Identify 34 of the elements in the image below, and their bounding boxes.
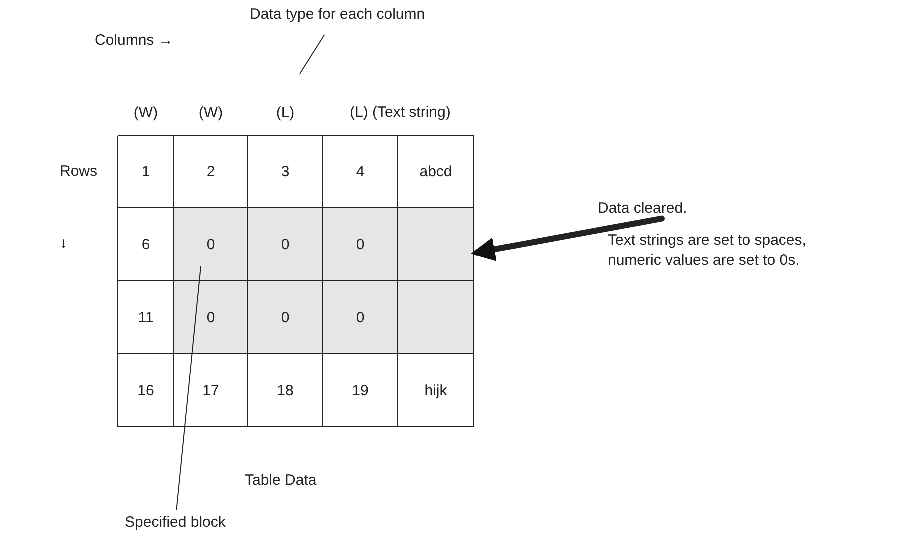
table-value: 0	[206, 309, 216, 326]
annotation-label: Specified block	[125, 514, 226, 531]
column-type: (W)	[134, 104, 158, 122]
table-value: 0	[281, 309, 290, 326]
column-type: (L)	[276, 104, 295, 122]
axis-label: Columns →	[95, 32, 174, 49]
table-value: 0	[281, 236, 290, 253]
arrow	[471, 216, 665, 262]
table-value: 0	[206, 236, 216, 253]
table-value: 16	[138, 382, 154, 399]
leader-line	[300, 34, 326, 74]
table-value: 6	[142, 236, 150, 253]
annotation-label: Data type for each column	[250, 6, 426, 23]
table-value: hijk	[424, 382, 448, 399]
column-type: (L) (Text string)	[350, 104, 451, 121]
axis-label: Rows	[60, 163, 98, 180]
shaded-block	[174, 208, 474, 354]
table-value: 17	[202, 382, 220, 399]
table-value: 3	[281, 164, 290, 180]
note-text: Text strings are set to spaces, numeric values are set to 0s.	[608, 231, 808, 271]
annotation-label: Data cleared.	[598, 200, 688, 217]
table-value: 0	[356, 236, 365, 253]
leader-line	[176, 266, 202, 511]
table-caption: Table Data	[245, 472, 317, 489]
table-value: 2	[206, 164, 216, 180]
direction-arrow: ↓	[60, 235, 68, 252]
table-value: abcd	[420, 164, 452, 180]
table-value: 18	[277, 382, 294, 399]
table-value: 19	[352, 382, 369, 399]
table-value: 11	[138, 309, 154, 326]
column-type: (W)	[198, 104, 224, 122]
table-value: 4	[356, 164, 365, 180]
table-value: 0	[356, 309, 365, 326]
table-value: 1	[142, 164, 150, 180]
